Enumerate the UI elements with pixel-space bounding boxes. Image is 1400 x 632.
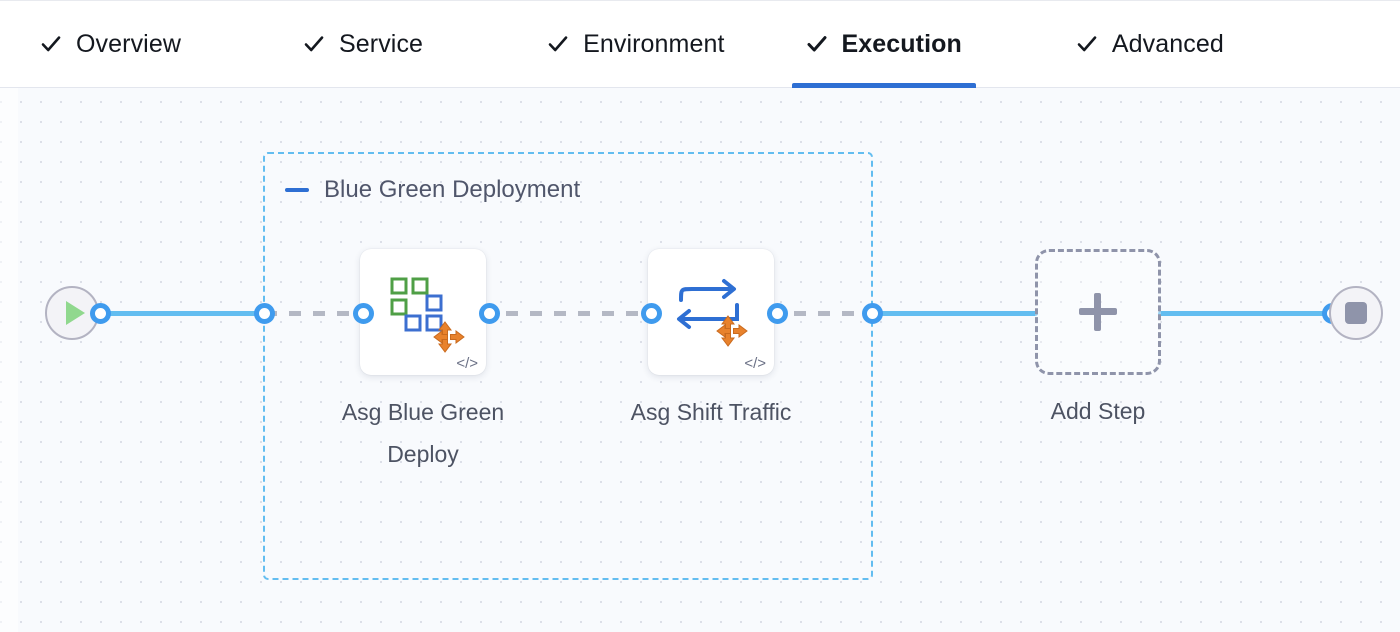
- tab-environment[interactable]: Environment: [525, 1, 746, 87]
- add-step-label: Add Step: [1050, 398, 1146, 424]
- tab-advanced[interactable]: Advanced: [1054, 1, 1246, 87]
- tab-label: Advanced: [1111, 29, 1224, 58]
- step-card-asg-blue-green-deploy[interactable]: </>: [360, 249, 486, 375]
- asg-blue-green-deploy-icon: [360, 249, 486, 375]
- pipeline-end-node[interactable]: [1329, 286, 1383, 340]
- edge-group-in-to-step1: [265, 311, 365, 316]
- check-icon: [806, 33, 828, 55]
- edge-step2-to-group-out: [770, 311, 875, 316]
- code-badge-icon: </>: [744, 355, 766, 372]
- tab-label: Overview: [76, 29, 181, 58]
- port-step1-out[interactable]: [479, 303, 500, 324]
- tab-service[interactable]: Service: [281, 1, 445, 87]
- tab-label: Execution: [841, 29, 962, 58]
- play-icon: [65, 301, 85, 325]
- tab-active-underline: [791, 83, 976, 88]
- step-label-asg-shift-traffic: Asg Shift Traffic: [630, 399, 792, 425]
- stop-icon: [1345, 302, 1367, 324]
- check-icon: [547, 33, 569, 55]
- port-step2-out[interactable]: [767, 303, 788, 324]
- stage-group-header[interactable]: Blue Green Deployment: [285, 176, 580, 204]
- stage-group-title: Blue Green Deployment: [324, 176, 581, 203]
- edge-add-step-to-end: [1158, 311, 1330, 316]
- port-step2-in[interactable]: [641, 303, 662, 324]
- step-label-asg-blue-green-deploy: Asg Blue Green Deploy: [341, 399, 505, 467]
- code-badge-icon: </>: [456, 355, 478, 372]
- tab-execution[interactable]: Execution: [784, 1, 984, 88]
- port-group-out[interactable]: [862, 303, 883, 324]
- port-step1-in[interactable]: [353, 303, 374, 324]
- check-icon: [303, 33, 325, 55]
- execution-canvas[interactable]: Blue Green Deployment: [0, 88, 1400, 632]
- asg-shift-traffic-icon: [648, 249, 774, 375]
- step-card-asg-shift-traffic[interactable]: </>: [648, 249, 774, 375]
- stage-group-box[interactable]: [263, 152, 873, 580]
- edge-start-to-group: [100, 311, 270, 316]
- add-step-button[interactable]: [1035, 249, 1161, 375]
- edge-group-to-add-step: [868, 311, 1038, 316]
- check-icon: [1076, 33, 1098, 55]
- port-start-out[interactable]: [90, 303, 111, 324]
- tab-overview[interactable]: Overview: [18, 1, 203, 87]
- port-group-in[interactable]: [254, 303, 275, 324]
- minus-icon[interactable]: [285, 188, 309, 192]
- plus-icon: [1079, 293, 1117, 331]
- tab-label: Service: [339, 29, 424, 58]
- edge-step1-to-step2: [482, 311, 654, 316]
- wizard-tab-bar: Overview Service Environment Execution: [0, 0, 1400, 88]
- tab-label: Environment: [583, 29, 725, 58]
- check-icon: [40, 33, 62, 55]
- canvas-left-gutter: [0, 88, 18, 632]
